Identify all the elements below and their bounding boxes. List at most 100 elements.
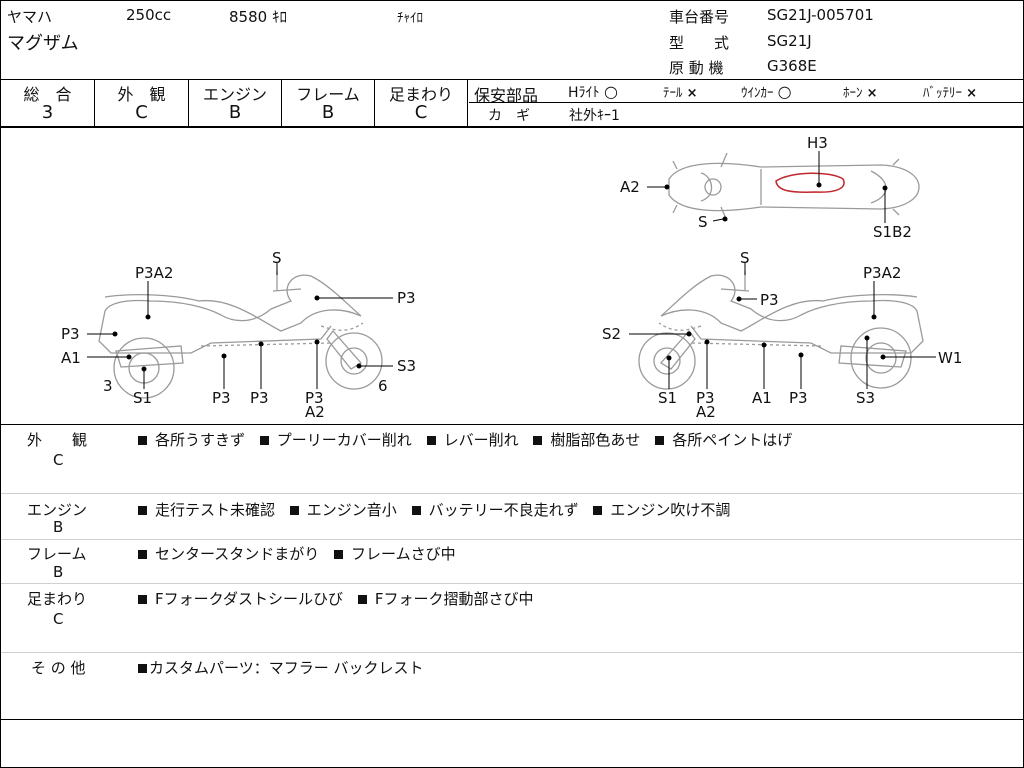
divider: [374, 79, 375, 127]
divider: [1, 79, 1023, 80]
color: ﾁｬｲﾛ: [397, 11, 423, 26]
note-item: レバー削れ: [426, 431, 519, 449]
section-exterior-grade: C: [53, 451, 64, 469]
engine-label: 原 動 機: [669, 59, 724, 77]
section-exterior-notes: 各所うすきず プーリーカバー削れ レバー削れ 樹脂部色あせ 各所ペイントはげ: [138, 429, 802, 450]
divider: [1, 539, 1023, 540]
safety-label: 保安部品: [474, 86, 539, 105]
note-item: 走行テスト未確認: [138, 501, 275, 519]
grade-label-frame: フレーム: [296, 85, 360, 104]
note-item: フレームさび中: [334, 545, 456, 563]
label-p3-b1: P3: [212, 389, 231, 407]
safety-item-tail: ﾃｰﾙ ×: [663, 86, 698, 101]
section-suspension-notes: Fフォークダストシールひび Fフォーク摺動部さび中: [138, 588, 543, 609]
frame-no: SG21J-005701: [767, 6, 874, 24]
section-engine-grade: B: [53, 518, 64, 536]
divider: [1, 652, 1023, 653]
model-name: マグザム: [7, 33, 79, 54]
divider: [281, 79, 282, 127]
label-s3-left: S3: [397, 357, 416, 375]
safety-item-battery: ﾊﾞｯﾃﾘｰ ×: [923, 86, 978, 101]
label-s-left: S: [272, 249, 282, 267]
label-s3-right: S3: [856, 389, 875, 407]
note-item: 樹脂部色あせ: [533, 431, 640, 449]
key-value: 社外ｷｰ1: [569, 108, 620, 124]
divider: [467, 79, 468, 127]
label-p3-c-right: P3: [789, 389, 808, 407]
divider: [1, 126, 1023, 128]
label-s2-right: S2: [602, 325, 621, 343]
note-item: エンジン音小: [289, 501, 397, 519]
label-p3-b-right: P3: [696, 389, 715, 407]
label-p3-right: P3: [760, 291, 779, 309]
grade-value-frame: B: [321, 102, 335, 123]
grade-label-suspension: 足まわり: [388, 85, 453, 104]
grade-label-exterior: 外 観: [117, 85, 166, 104]
label-h3: H3: [807, 134, 828, 152]
label-a1-right: A1: [752, 389, 772, 407]
section-engine-notes: 走行テスト未確認 エンジン音小 バッテリー不良走れず エンジン吹け不調: [138, 499, 740, 520]
label-p3-top-left: P3: [397, 289, 416, 307]
label-a2-right: A2: [696, 403, 716, 421]
label-s-right: S: [740, 249, 750, 267]
mileage: 8580 ｷﾛ: [229, 8, 287, 26]
label-p3-b3: P3: [305, 389, 324, 407]
note-item: Fフォークダストシールひび: [138, 590, 343, 608]
safety-item-headlight: Hﾗｲﾄ ○: [568, 82, 618, 101]
divider: [1, 424, 1023, 425]
label-a2-left: A2: [305, 403, 325, 421]
grade-label-overall: 総 合: [23, 85, 72, 104]
frame-no-label: 車台番号: [669, 8, 730, 26]
section-frame-grade: B: [53, 563, 64, 581]
maker: ヤマハ: [7, 8, 53, 26]
label-s1-right: S1: [658, 389, 677, 407]
label-3-left: 3: [103, 377, 113, 395]
section-other-label: そ の 他: [31, 659, 86, 677]
note-item: Fフォーク摺動部さび中: [357, 590, 533, 608]
safety-item-horn: ﾎｰﾝ ×: [843, 86, 878, 101]
divider: [1, 583, 1023, 584]
section-suspension-label: 足まわり: [27, 590, 88, 608]
label-w1-right: W1: [938, 349, 962, 367]
section-engine-label: エンジン: [27, 501, 88, 519]
note-item: バッテリー不良走れず: [411, 501, 579, 519]
note-item: カスタムパーツ：マフラー バックレスト: [138, 659, 423, 677]
grade-value-engine: B: [228, 102, 242, 123]
grade-label-engine: エンジン: [202, 85, 267, 104]
grade-value-suspension: C: [414, 102, 428, 123]
type-value: SG21J: [767, 32, 812, 50]
safety-item-winker: ｳｲﾝｶｰ ○: [741, 82, 792, 101]
label-p3a2-left: P3A2: [135, 264, 173, 282]
section-exterior-label: 外 観: [27, 431, 88, 449]
key-label: カ ギ: [488, 108, 530, 124]
divider: [1, 493, 1023, 494]
damage-diagram: H3 A2 S S1B2 S P3A2 P3 P3 A1 S3 3 S1 P3 …: [61, 134, 962, 421]
label-a2-top: A2: [620, 178, 640, 196]
note-item: 各所ペイントはげ: [655, 431, 792, 449]
divider: [94, 79, 95, 127]
label-p3-left: P3: [61, 325, 80, 343]
type-label: 型 式: [669, 34, 730, 52]
divider: [188, 79, 189, 127]
label-s-top: S: [698, 213, 708, 231]
label-s1-left: S1: [133, 389, 152, 407]
section-suspension-grade: C: [53, 610, 64, 628]
note-item: エンジン吹け不調: [593, 501, 730, 519]
engine-value: G368E: [767, 57, 817, 75]
section-frame-label: フレーム: [27, 545, 87, 563]
divider: [1, 719, 1023, 720]
section-other-notes: カスタムパーツ：マフラー バックレスト: [138, 657, 433, 678]
label-a1-left: A1: [61, 349, 81, 367]
label-s1b2: S1B2: [873, 223, 912, 241]
label-p3a2-right: P3A2: [863, 264, 901, 282]
note-item: 各所うすきず: [138, 431, 245, 449]
note-item: センタースタンドまがり: [138, 545, 319, 563]
label-p3-b2: P3: [250, 389, 269, 407]
grade-value-exterior: C: [135, 102, 148, 123]
grade-value-overall: 3: [41, 102, 54, 123]
displacement: 250cc: [126, 6, 172, 24]
label-6-left: 6: [378, 377, 388, 395]
divider: [469, 102, 1023, 103]
section-frame-notes: センタースタンドまがり フレームさび中: [138, 543, 466, 564]
